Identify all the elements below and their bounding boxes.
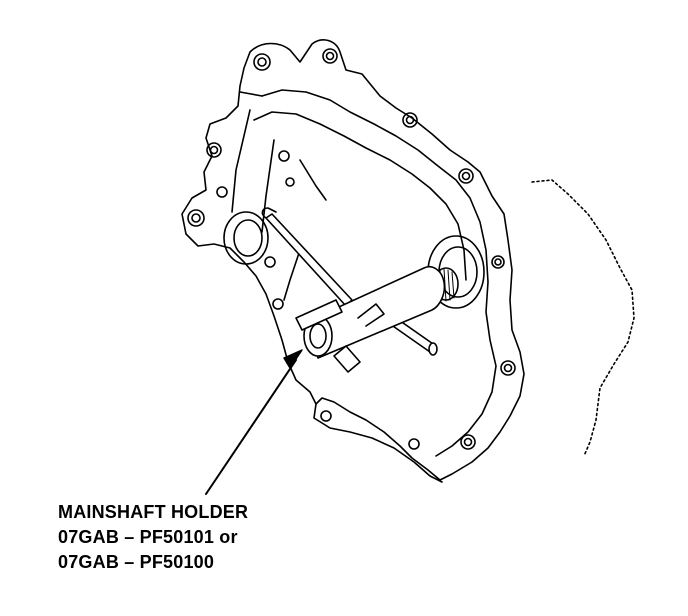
bolt-boss	[191, 213, 201, 223]
bolt-boss	[257, 57, 267, 67]
bolt-boss	[463, 437, 473, 447]
bolt-boss	[458, 168, 474, 184]
case-flange-inner-2	[253, 111, 467, 281]
case-rib	[283, 249, 301, 301]
left-bearing-bore	[223, 211, 269, 265]
holder-bracket	[333, 345, 361, 373]
bolt-boss	[206, 142, 222, 158]
tool-part-number-2: 07GAB – PF50100	[58, 552, 215, 572]
bolt-boss	[503, 363, 513, 373]
bolt-boss	[325, 51, 335, 61]
bolt-boss	[322, 48, 338, 64]
bolt-boss	[405, 115, 415, 125]
bolt-boss	[402, 112, 418, 128]
bolt-boss	[209, 145, 219, 155]
case-flange-inner	[261, 89, 497, 457]
callout-arrowhead	[283, 349, 303, 369]
bolt-boss	[264, 256, 276, 268]
bolt-boss	[491, 255, 505, 269]
left-bearing-bore-inner	[233, 219, 263, 257]
holder-body-end-inner	[309, 323, 327, 349]
holder-rod-hook	[261, 207, 277, 219]
bolt-boss	[500, 360, 516, 376]
holder-rod-tip	[428, 342, 438, 356]
case-rib	[239, 91, 263, 97]
case-rib	[261, 139, 275, 233]
tool-part-number-1: 07GAB – PF50101 or	[58, 527, 238, 547]
bolt-boss	[278, 150, 290, 162]
holder-sleeve	[295, 299, 343, 331]
case-bottom	[313, 403, 443, 483]
bolt-boss	[216, 186, 228, 198]
bolt-boss	[461, 171, 471, 181]
bolt-boss	[187, 209, 205, 227]
bolt-boss	[285, 177, 295, 187]
tool-name: MAINSHAFT HOLDER	[58, 502, 249, 522]
bolt-boss	[253, 53, 271, 71]
case-rib	[299, 159, 327, 201]
tool-callout-label: MAINSHAFT HOLDER 07GAB – PF50101 or 07GA…	[58, 500, 248, 575]
bolt-boss	[460, 434, 476, 450]
bolt-boss	[272, 298, 284, 310]
case-rib	[231, 109, 251, 213]
bolt-boss	[320, 410, 332, 422]
holder-body-cross	[357, 303, 385, 327]
callout-leader	[205, 359, 297, 495]
bolt-boss	[408, 438, 420, 450]
bolt-boss	[494, 258, 502, 266]
holder-rod	[265, 213, 353, 307]
case-outline	[181, 39, 525, 481]
case-rear-outline	[531, 179, 635, 457]
